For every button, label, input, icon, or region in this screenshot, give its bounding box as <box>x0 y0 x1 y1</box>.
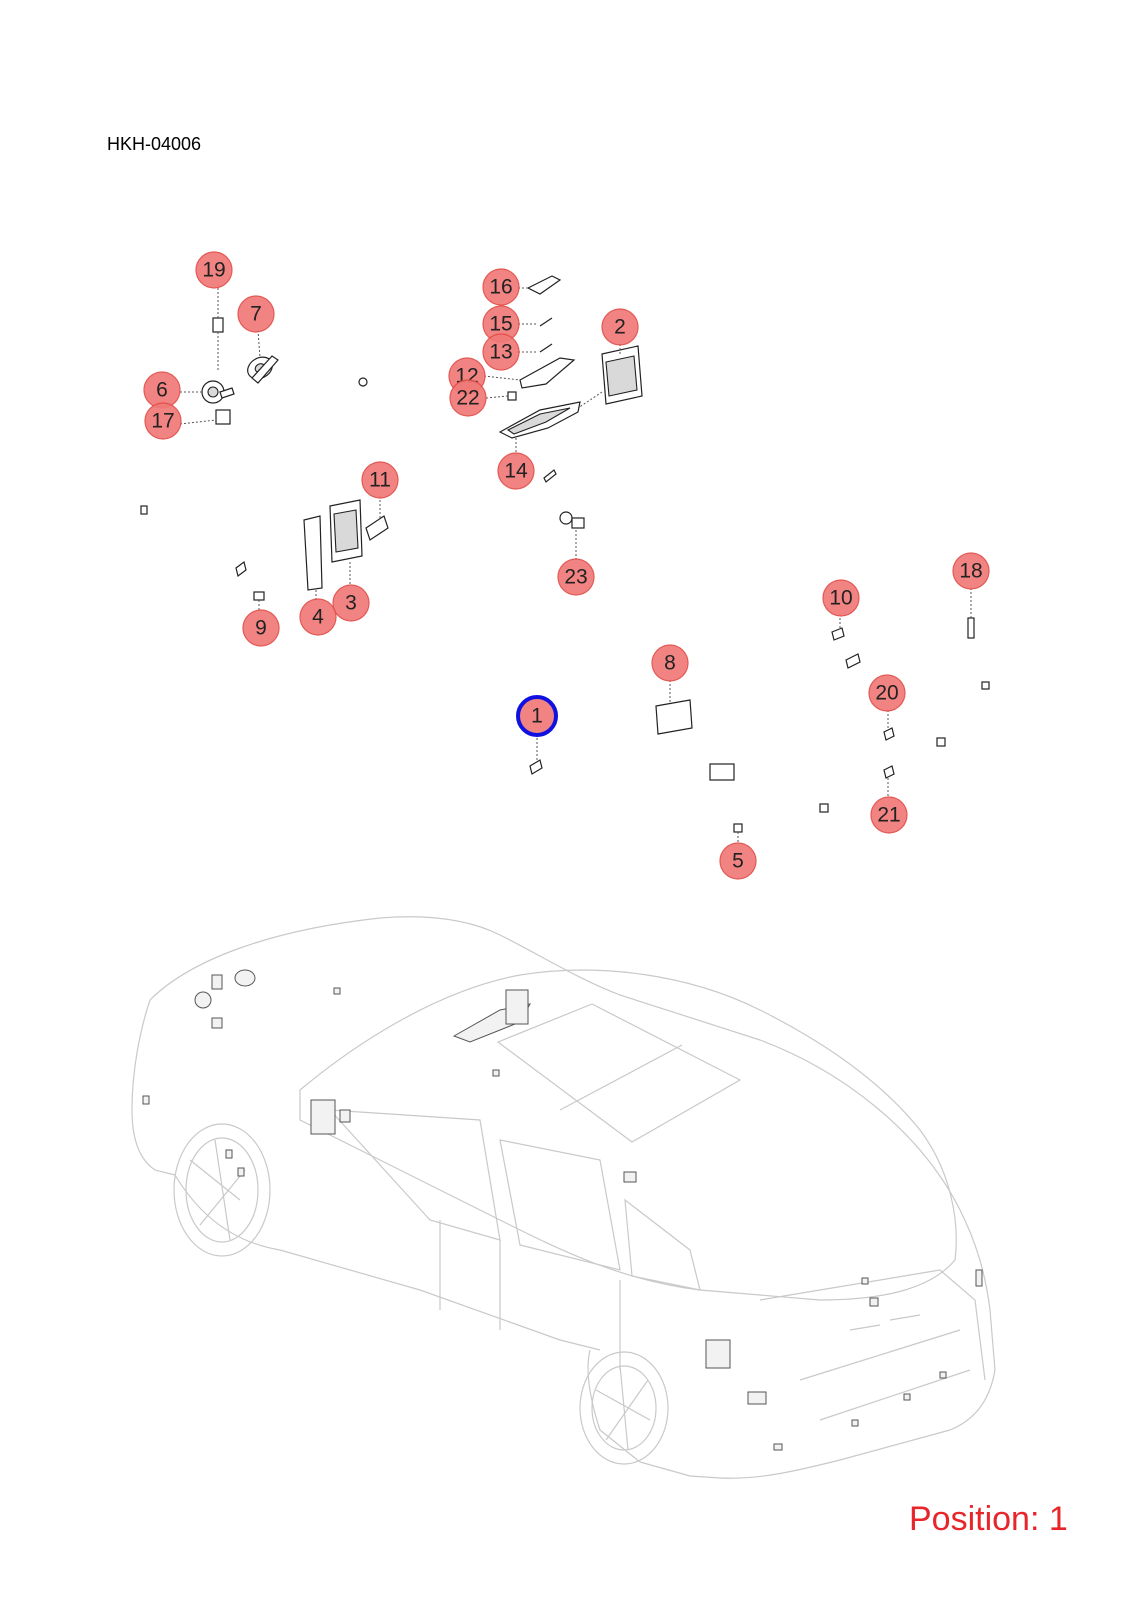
svg-text:2: 2 <box>614 316 626 339</box>
callout-4[interactable]: 4 <box>299 598 337 636</box>
callout-2[interactable]: 2 <box>601 308 639 346</box>
callout-14[interactable]: 14 <box>497 452 535 490</box>
svg-text:6: 6 <box>156 379 168 402</box>
svg-text:9: 9 <box>255 617 267 640</box>
callout-19[interactable]: 19 <box>195 251 233 289</box>
callout-3[interactable]: 3 <box>332 584 370 622</box>
part-8-module[interactable] <box>655 680 693 735</box>
callout-11[interactable]: 11 <box>361 461 399 499</box>
part-14-console-tray[interactable] <box>498 401 581 456</box>
part-20-sensor[interactable] <box>883 710 895 741</box>
svg-text:11: 11 <box>369 469 391 492</box>
svg-text:23: 23 <box>564 566 587 589</box>
part-clip-h[interactable] <box>819 803 829 813</box>
svg-text:15: 15 <box>489 313 512 336</box>
svg-text:7: 7 <box>250 303 262 326</box>
part-4-bracket[interactable] <box>303 515 323 600</box>
part-6-horn[interactable] <box>180 380 235 404</box>
diagram-id: HKH-04006 <box>107 134 202 154</box>
callout-10[interactable]: 10 <box>822 579 860 617</box>
svg-text:17: 17 <box>151 410 174 433</box>
callout-6[interactable]: 6 <box>143 371 181 409</box>
svg-text:3: 3 <box>345 592 357 615</box>
svg-text:21: 21 <box>877 804 900 827</box>
part-12-console-upper[interactable] <box>483 357 576 389</box>
callout-13[interactable]: 13 <box>482 333 520 371</box>
part-clip-e[interactable] <box>845 653 861 669</box>
callout-17[interactable]: 17 <box>144 402 182 440</box>
callout-18[interactable]: 18 <box>952 552 990 590</box>
callout-15[interactable]: 15 <box>482 305 520 343</box>
callout-23[interactable]: 23 <box>557 558 595 596</box>
part-16-cover[interactable] <box>518 275 562 295</box>
callout-1-highlight-ring <box>516 695 558 737</box>
callout-16[interactable]: 16 <box>482 268 520 306</box>
part-1-sensor[interactable] <box>529 734 543 775</box>
part-19-bracket[interactable] <box>212 284 224 370</box>
svg-text:1: 1 <box>531 705 543 728</box>
part-clip-c[interactable] <box>140 505 148 515</box>
svg-text:14: 14 <box>504 460 528 483</box>
part-15-pin[interactable] <box>518 317 553 327</box>
part-21-sensor[interactable] <box>883 765 895 798</box>
callout-bubbles: 19 7 6 17 16 15 13 12 22 2 14 11 23 3 4 … <box>143 251 990 880</box>
part-clip-g[interactable] <box>936 737 946 747</box>
part-clip-f[interactable] <box>981 681 990 690</box>
svg-text:22: 22 <box>456 387 479 410</box>
svg-text:20: 20 <box>875 682 898 705</box>
part-box-a[interactable] <box>709 763 735 781</box>
callout-8[interactable]: 8 <box>651 644 689 682</box>
svg-text:10: 10 <box>829 587 852 610</box>
part-clip-d[interactable] <box>235 560 247 578</box>
svg-text:13: 13 <box>489 341 512 364</box>
svg-text:5: 5 <box>732 850 744 873</box>
svg-text:19: 19 <box>202 259 225 282</box>
part-13-pin[interactable] <box>518 343 553 353</box>
parts-group <box>140 275 990 844</box>
part-2-control-module[interactable] <box>577 344 643 409</box>
part-23-sensor[interactable] <box>559 511 585 560</box>
part-11-bracket[interactable] <box>365 496 389 541</box>
svg-text:8: 8 <box>664 652 676 675</box>
callout-1[interactable]: 1 <box>516 695 558 737</box>
part-5-clip[interactable] <box>733 823 743 844</box>
part-9-sensor[interactable] <box>253 591 265 612</box>
svg-text:18: 18 <box>959 560 982 583</box>
svg-text:16: 16 <box>489 276 512 299</box>
callout-20[interactable]: 20 <box>868 674 906 712</box>
part-17-bracket[interactable] <box>179 409 231 425</box>
callout-7[interactable]: 7 <box>237 295 275 333</box>
position-label: Position: 1 <box>909 1500 1068 1538</box>
part-3-module[interactable] <box>329 499 363 586</box>
part-18-sensor-rod[interactable] <box>967 588 975 639</box>
part-7-horn[interactable] <box>244 329 279 384</box>
part-clip-b[interactable] <box>543 469 557 483</box>
part-clip-a[interactable] <box>358 377 368 387</box>
callout-22[interactable]: 22 <box>449 379 487 417</box>
callout-5[interactable]: 5 <box>719 842 757 880</box>
callout-9[interactable]: 9 <box>242 609 280 647</box>
vehicle-overview <box>131 916 996 1479</box>
callout-21[interactable]: 21 <box>870 796 908 834</box>
part-22-clip[interactable] <box>485 391 517 401</box>
part-10-sensor[interactable] <box>831 614 845 641</box>
svg-text:4: 4 <box>312 606 324 629</box>
